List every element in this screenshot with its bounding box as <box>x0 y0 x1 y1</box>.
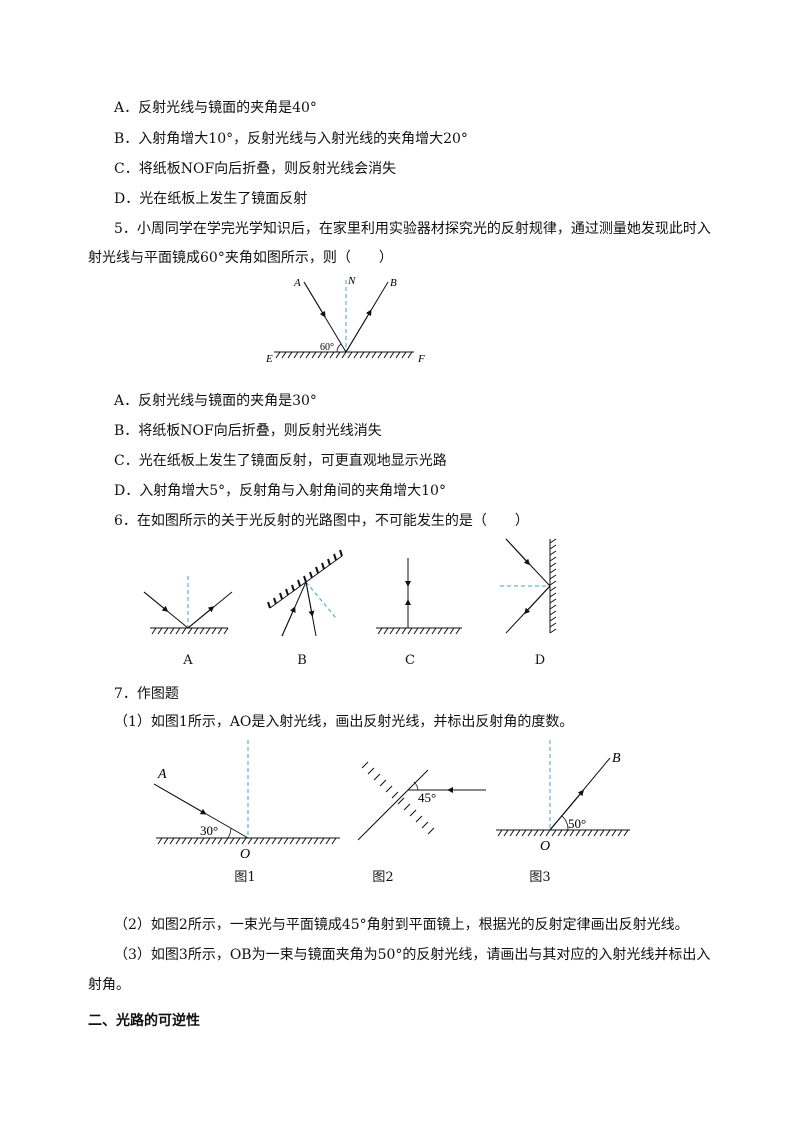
q4-option-a: A．反射光线与镜面的夹角是40° <box>114 100 317 116</box>
q4-option-d: D．光在纸板上发生了镜面反射 <box>114 191 308 207</box>
label-f: F <box>417 353 425 365</box>
q7-part2: （2）如图2所示，一束光与平面镜成45°角射到平面镜上，根据光的反射定律画出反射… <box>114 917 689 933</box>
q5-option-a: A．反射光线与镜面的夹角是30° <box>114 393 317 409</box>
q6-diagram-d <box>500 538 557 634</box>
fig2-caption: 图2 <box>372 870 394 885</box>
q7-figure-2: 45° <box>357 761 486 841</box>
q6-caption-c: C <box>405 653 415 668</box>
fig3-caption: 图3 <box>529 870 551 885</box>
q5-option-d: D．入射角增大5°，反射角与入射角间的夹角增大10° <box>114 483 446 499</box>
q6-caption-a: A <box>183 653 193 668</box>
mirror-hatching <box>274 351 414 359</box>
fig3-angle: 50° <box>568 816 586 831</box>
q7-title: 7．作图题 <box>114 686 179 702</box>
label-a: A <box>293 277 301 289</box>
q6-diagram-b <box>267 549 343 637</box>
fig1-label-o: O <box>240 847 250 862</box>
label-n: N <box>347 275 356 287</box>
section-heading: 二、光路的可逆性 <box>88 1013 200 1029</box>
q6-stem: 6．在如图所示的关于光反射的光路图中，不可能发生的是（ ） <box>114 513 529 529</box>
fig2-angle: 45° <box>418 790 436 805</box>
fig3-label-o: O <box>540 839 550 854</box>
q6-diagram-c <box>376 558 462 635</box>
q7-figure-1: A O 30° <box>153 740 340 862</box>
q7-part1: （1）如图1所示，AO是入射光线，画出反射光线，并标出反射角的度数。 <box>114 714 574 730</box>
fig1-caption: 图1 <box>234 870 256 885</box>
q7-part3-line1: （3）如图3所示，OB为一束与镜面夹角为50°的反射光线，请画出与其对应的入射光… <box>114 947 711 963</box>
q7-figure-3: B O 50° <box>496 740 630 854</box>
fig3-label-b: B <box>612 751 621 766</box>
q5-stem-line1: 5．小周同学在学完光学知识后，在家里利用实验器材探究光的反射规律，通过测量她发现… <box>114 221 711 237</box>
q6-caption-d: D <box>534 653 546 668</box>
q7-part3-line2: 射角。 <box>88 977 130 993</box>
label-e: E <box>265 353 273 365</box>
label-b: B <box>390 277 397 289</box>
q4-option-b: B．入射角增大10°，反射光线与入射光线的夹角增大20° <box>114 131 468 147</box>
q5-stem-line2: 射光线与平面镜成60°夹角如图所示，则（ ） <box>88 250 393 266</box>
fig1-label-a: A <box>157 767 167 782</box>
q5-figure: A N B E F 60° <box>265 275 425 365</box>
fig1-angle: 30° <box>200 823 218 838</box>
q6-caption-b: B <box>297 653 307 668</box>
q5-option-c: C．光在纸板上发生了镜面反射，可更直观地显示光路 <box>114 453 447 469</box>
angle-label: 60° <box>320 342 334 353</box>
q6-diagram-a <box>143 576 233 635</box>
q5-option-b: B．将纸板NOF向后折叠，则反射光线消失 <box>114 423 382 439</box>
q4-option-c: C．将纸板NOF向后折叠，则反射光线会消失 <box>114 161 397 177</box>
